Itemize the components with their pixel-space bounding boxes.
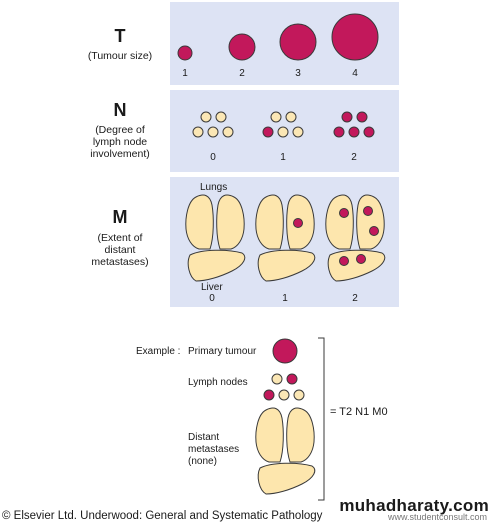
m-desc-line-2: distant: [104, 244, 136, 256]
m1-organs: [255, 194, 316, 282]
distant-line-3: (none): [188, 456, 217, 467]
m-letter: M: [112, 207, 128, 227]
m-desc-line-3: metastases): [91, 256, 149, 268]
m-stage-label-1: 1: [282, 293, 288, 304]
n-desc-line-1: (Degree of: [95, 124, 145, 136]
example-organs: [255, 407, 316, 495]
lungs-label: Lungs: [200, 182, 228, 193]
t-stage-label-3: 3: [295, 68, 301, 79]
n0-nodes: [192, 111, 234, 138]
t-letter: T: [114, 26, 126, 46]
n1-nodes: [262, 111, 304, 138]
example-lymph-nodes: [263, 373, 305, 401]
footer: © Elsevier Ltd. Underwood: General and S…: [0, 496, 491, 525]
n-lymph-nodes: [192, 111, 375, 138]
t-stage-label-2: 2: [239, 68, 245, 79]
watermark: muhadharaty.com: [339, 496, 489, 515]
example-primary-tumour: [272, 338, 298, 364]
t-description: (Tumour size): [87, 50, 153, 62]
n-letter: N: [113, 100, 127, 120]
liver-label: Liver: [201, 282, 223, 293]
n-desc-line-2: lymph node: [92, 136, 148, 148]
m-desc-line-1: (Extent of: [97, 232, 143, 244]
primary-tumour-label: Primary tumour: [188, 346, 257, 357]
example-prefix: Example :: [136, 346, 181, 357]
tumour-stage-2: [228, 33, 256, 61]
n-desc-line-3: involvement): [90, 148, 150, 160]
tumour-stage-1: [177, 45, 193, 61]
example-bracket: [318, 337, 325, 501]
lymph-nodes-label: Lymph nodes: [188, 377, 248, 388]
tumour-stage-4: [331, 13, 379, 61]
m-stage-label-0: 0: [209, 293, 215, 304]
copyright-text: © Elsevier Ltd. Underwood: General and S…: [2, 510, 323, 522]
distant-line-2: metastases: [188, 444, 240, 455]
m-description: (Extent of distant metastases): [60, 232, 180, 268]
tumour-stage-3: [279, 23, 317, 61]
m-organs: [185, 194, 386, 282]
distant-metastases-label: Distant metastases (none): [188, 432, 239, 468]
n-stage-label-0: 0: [210, 152, 216, 163]
n-stage-label-2: 2: [351, 152, 357, 163]
m1-metastasis: [293, 218, 303, 228]
distant-line-1: Distant: [188, 432, 220, 443]
m2-organs: [325, 194, 386, 282]
m0-organs: [185, 194, 246, 282]
t-stage-label-4: 4: [352, 68, 358, 79]
m-stage-label-2: 2: [352, 293, 358, 304]
tnm-result: = T2 N1 M0: [330, 406, 388, 418]
t-stage-label-1: 1: [182, 68, 188, 79]
n-description: (Degree of lymph node involvement): [60, 124, 180, 160]
watermark-sub: www.studentconsult.com: [387, 512, 487, 522]
example-graphics: [255, 337, 325, 501]
n2-nodes: [333, 111, 375, 138]
n-stage-label-1: 1: [280, 152, 286, 163]
t-tumour-circles: [177, 13, 379, 61]
